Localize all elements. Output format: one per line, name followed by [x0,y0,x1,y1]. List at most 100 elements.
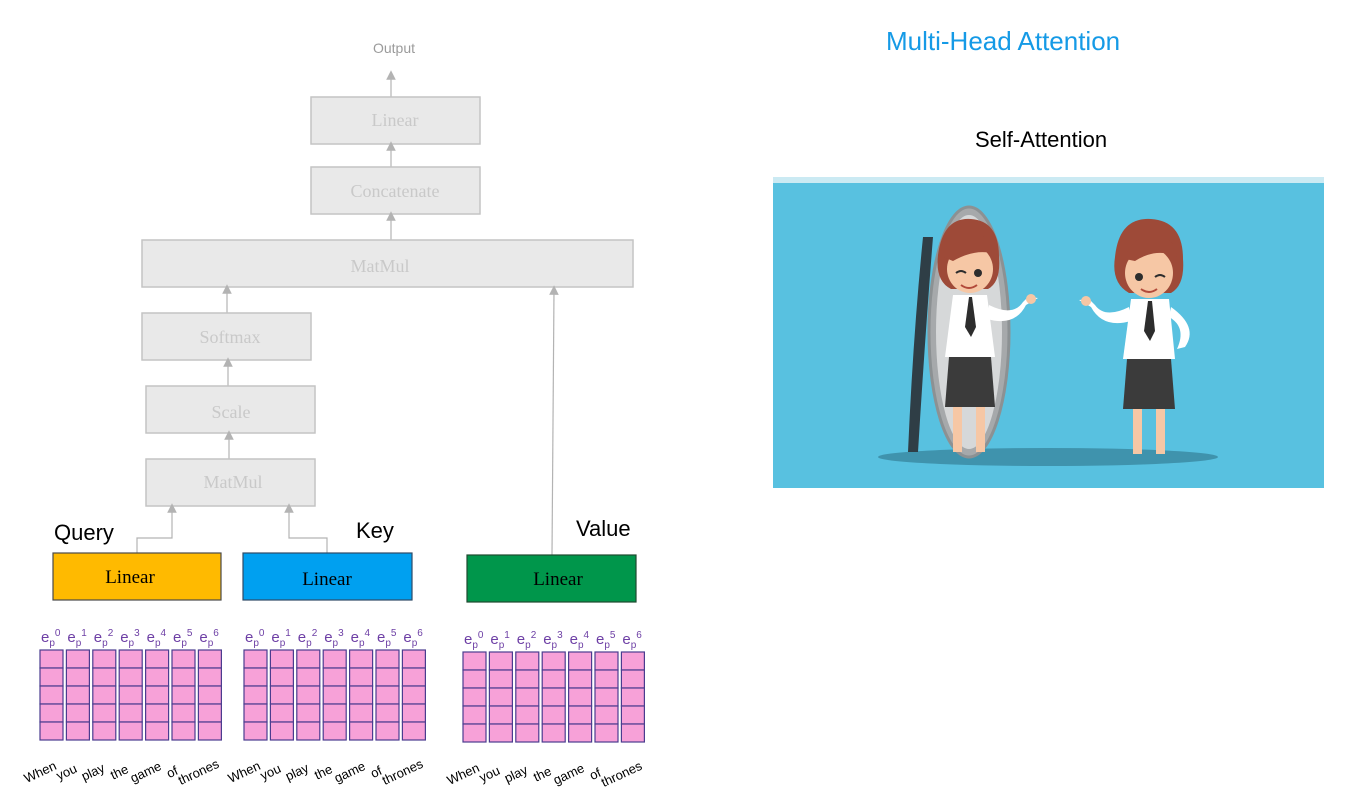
key-embedding-cell [349,667,374,687]
query-embedding-label: ep6 [199,628,219,649]
arrow-key-to-matmul [284,503,328,555]
key-embedding-label: ep3 [324,628,344,649]
key-embedding-cell [349,703,374,723]
value-embedding-cell [488,705,513,725]
query-embedding-cell [197,685,222,705]
query-linear-box [52,552,222,601]
value-embedding-cell [462,723,487,743]
softmax-label: Softmax [200,327,261,347]
query-embedding-cell [145,667,170,687]
scale-box [145,385,316,434]
value-embedding-cell [620,705,646,725]
key-label: Key [356,518,394,543]
value-linear-box [466,554,637,603]
value-embedding-label: ep3 [543,630,563,651]
section-subtitle: Self-Attention [975,127,1108,152]
key-embedding-cell [269,703,294,723]
key-word-label: thrones [380,756,426,788]
query-word-label: When [22,758,59,786]
query-embedding-cell [145,703,170,723]
key-word-label: you [258,761,283,783]
value-embedding-cell [567,669,593,689]
value-word-label: you [477,763,502,785]
value-embedding-cell [594,687,619,707]
query-word-label: you [54,761,79,783]
query-embedding-cell [197,703,222,723]
query-embedding-label: ep2 [94,628,114,649]
key-embedding-cell [401,703,426,723]
query-embedding-label: ep5 [173,628,193,649]
key-word-label: play [283,760,311,784]
key-embedding-cell [349,685,374,705]
key-embedding-cell [401,721,426,741]
query-label: Query [54,520,114,545]
matmul-bottom-box [145,458,316,507]
value-embedding-cell [515,705,540,725]
value-embedding-cell [594,705,619,725]
query-embedding-cell [39,721,64,741]
value-word-label: game [551,760,587,787]
query-linear-label: Linear [105,567,155,588]
key-embedding-cell [322,703,347,723]
matmul-bottom-label: MatMul [203,472,262,492]
value-embedding-label: ep0 [464,630,484,651]
key-embedding-cell [296,685,321,705]
value-embedding-cell [541,705,566,725]
key-embedding-cell [375,667,400,687]
key-embedding-label: ep0 [245,628,265,649]
value-embedding-cell [462,651,487,671]
key-embedding-cell [269,721,294,741]
key-embedding-cell [401,685,426,705]
key-embedding-cell [243,649,268,669]
softmax-box [141,312,312,361]
key-embedding-cell [269,685,294,705]
value-embedding-cell [515,723,540,743]
key-embedding-cell [243,721,268,741]
value-label: Value [576,516,631,541]
embedding-groups: ep0Whenep1youep2playep3theep4gameep5ofep… [22,628,646,788]
value-word-label: the [531,763,554,784]
arrow-query-to-matmul [136,503,177,555]
value-embedding-cell [541,687,566,707]
query-embedding-cell [39,649,64,669]
query-embedding-cell [171,667,196,687]
query-word-label: the [108,761,131,782]
query-embedding-cell [92,685,117,705]
value-embedding-cell [567,705,593,725]
key-embedding-cell [401,649,426,669]
query-embedding-cell [197,667,222,687]
key-embedding-label: ep6 [403,628,423,649]
value-embedding-cell [567,651,593,671]
query-embedding-cell [197,721,222,741]
value-embedding-cell [515,687,540,707]
query-embedding-cell [171,649,196,669]
key-word-label: the [312,761,335,782]
key-embedding-cell [269,667,294,687]
key-embedding-cell [296,667,321,687]
key-embedding-cell [375,703,400,723]
key-embedding-cell [375,685,400,705]
value-embedding-cell [620,669,646,689]
key-embedding-label: ep5 [377,628,397,649]
value-embedding-label: ep1 [490,630,510,651]
key-embedding-cell [322,649,347,669]
value-linear-label: Linear [533,569,583,590]
value-embedding-cell [620,651,646,671]
value-embedding-cell [462,705,487,725]
value-embedding-cell [462,687,487,707]
value-embedding-cell [515,651,540,671]
key-word-label: game [332,758,368,785]
query-embedding-cell [118,721,143,741]
query-embedding-cell [39,703,64,723]
attention-diagram: Output Linear Concatenate MatMul Softmax… [22,40,646,788]
value-embedding-label: ep4 [570,630,590,651]
query-embedding-cell [92,649,117,669]
query-embedding-cell [145,721,170,741]
key-embedding-cell [269,649,294,669]
query-embedding-cell [197,649,222,669]
concatenate-label: Concatenate [351,181,440,201]
key-embedding-cell [243,685,268,705]
value-embedding-cell [620,723,646,743]
key-embedding-cell [296,703,321,723]
matmul-top-label: MatMul [350,256,409,276]
